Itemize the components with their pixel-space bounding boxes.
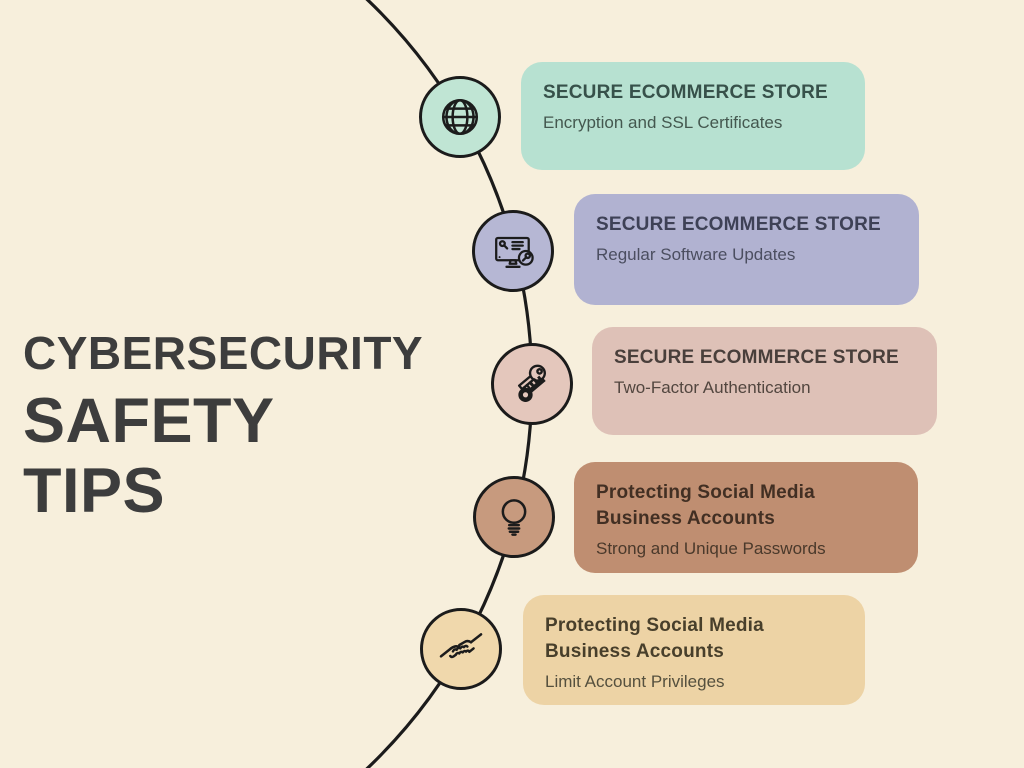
page-title-line-2: SAFETY xyxy=(23,386,275,456)
card-title: SECURE ECOMMERCE STORE xyxy=(596,214,881,235)
card-two-factor-authentication: SECURE ECOMMERCE STORE Two-Factor Authen… xyxy=(592,327,937,435)
page-title: CYBERSECURITY SAFETY TIPS xyxy=(23,328,423,526)
lightbulb-icon xyxy=(473,476,555,558)
card-title: Protecting Social Media Business Account… xyxy=(596,482,815,529)
keys-icon xyxy=(491,343,573,425)
card-title: SECURE ECOMMERCE STORE xyxy=(543,82,828,103)
card-title: Protecting Social Media Business Account… xyxy=(545,615,764,662)
card-title: SECURE ECOMMERCE STORE xyxy=(614,347,899,368)
software-update-monitor-icon xyxy=(472,210,554,292)
page-title-line-3: TIPS xyxy=(23,456,166,526)
card-subtitle: Strong and Unique Passwords xyxy=(596,539,826,558)
card-subtitle: Two-Factor Authentication xyxy=(614,378,811,397)
handshake-icon xyxy=(420,608,502,690)
card-software-updates: SECURE ECOMMERCE STORE Regular Software … xyxy=(574,194,919,305)
card-strong-passwords: Protecting Social Media Business Account… xyxy=(574,462,918,573)
card-subtitle: Encryption and SSL Certificates xyxy=(543,113,783,132)
page-title-line-1: CYBERSECURITY xyxy=(23,327,424,379)
card-subtitle: Limit Account Privileges xyxy=(545,672,725,691)
card-subtitle: Regular Software Updates xyxy=(596,245,796,264)
globe-icon xyxy=(419,76,501,158)
card-limit-account-privileges: Protecting Social Media Business Account… xyxy=(523,595,865,705)
card-encryption-ssl: SECURE ECOMMERCE STORE Encryption and SS… xyxy=(521,62,865,170)
